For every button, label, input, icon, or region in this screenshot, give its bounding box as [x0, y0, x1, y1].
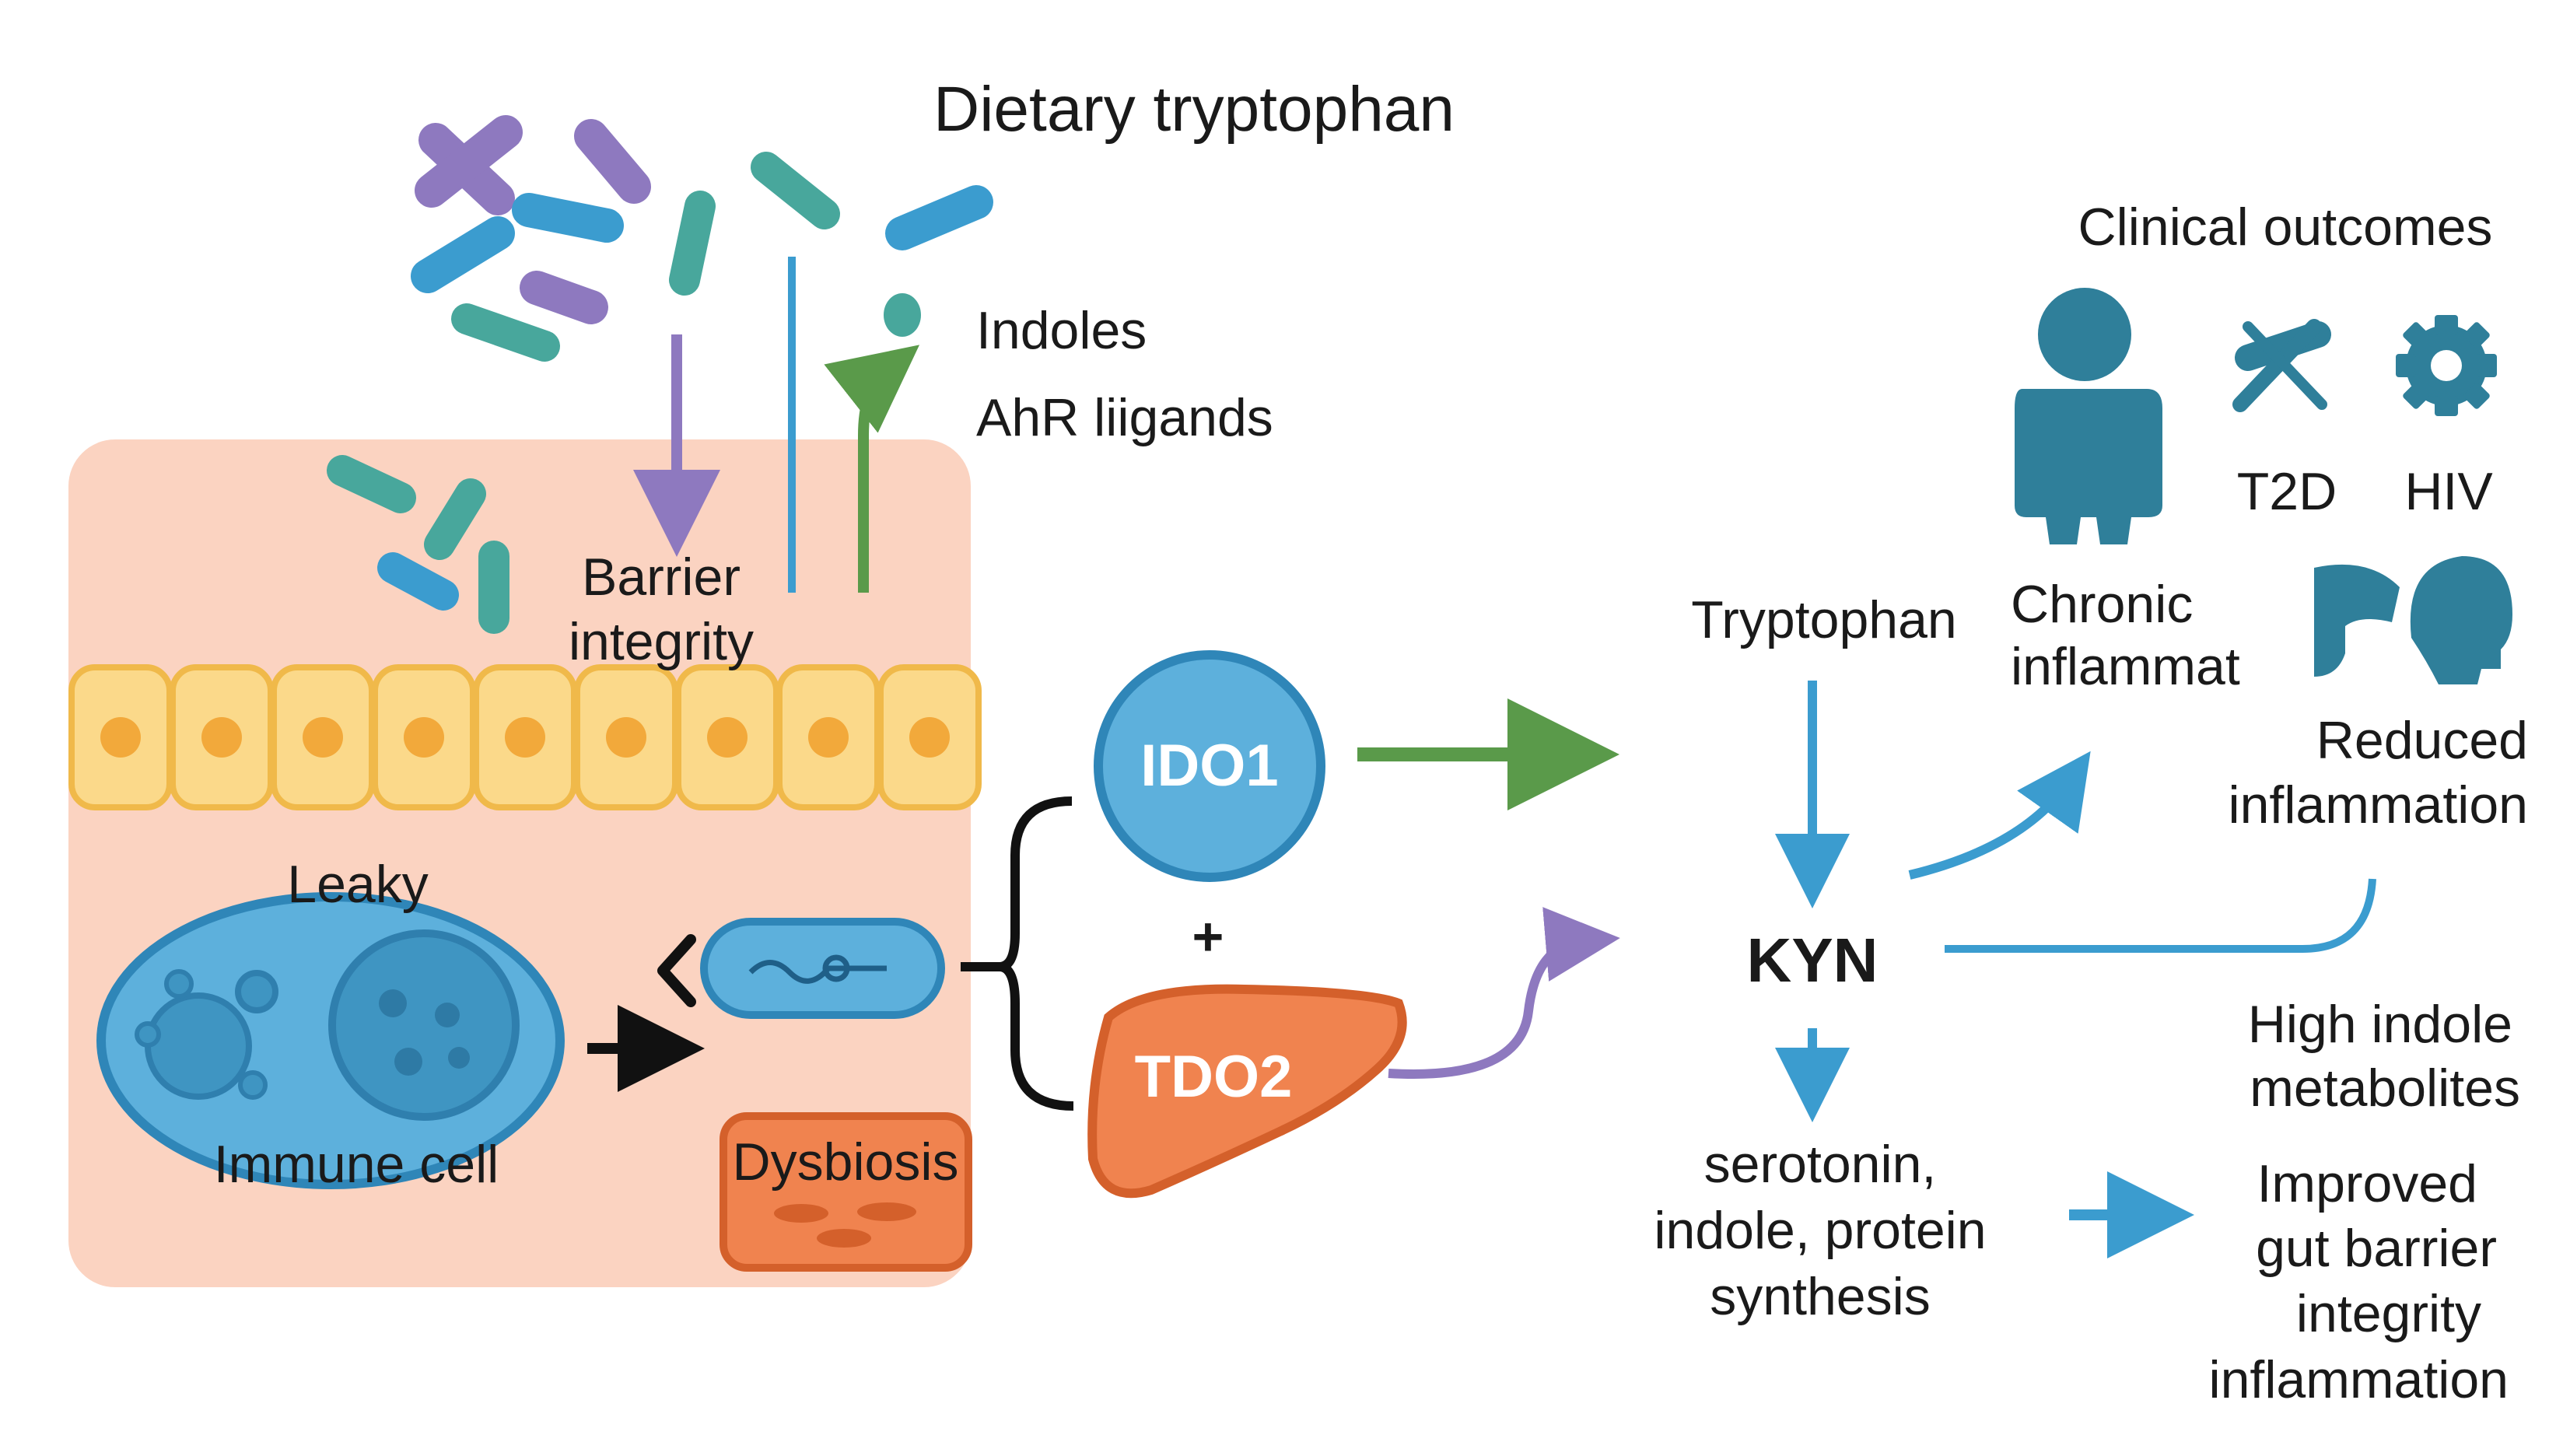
- gut-barrier-label: gut barrier: [2256, 1219, 2497, 1278]
- gut-brain-icon: [2314, 556, 2512, 684]
- products-line1: serotonin,: [1704, 1135, 1937, 1194]
- high-indole-label: High indole: [2248, 995, 2512, 1054]
- immune-cell-label: Immune cell: [214, 1135, 499, 1194]
- ido1-label: IDO1: [1140, 733, 1278, 799]
- chronic-label: Chronic: [2011, 575, 2193, 634]
- dysbiosis-box: [720, 1112, 972, 1272]
- epithelial-nucleus: [404, 717, 444, 758]
- diagram-title: Dietary tryptophan: [933, 74, 1455, 145]
- products-line3: synthesis: [1710, 1267, 1930, 1326]
- ido1-enzyme-circle: [1094, 650, 1325, 882]
- inflammat-label: inflammat: [2011, 637, 2240, 696]
- ahr-ligands-label: AhR liigands: [976, 388, 1273, 447]
- epithelial-nucleus: [707, 717, 748, 758]
- integrity-outcome-label: integrity: [2296, 1284, 2481, 1343]
- tryptophan-label: Tryptophan: [1691, 590, 1956, 649]
- reduced-label: Reduced: [2316, 711, 2528, 770]
- tdo2-output-arrow: [1388, 907, 1620, 1079]
- epithelial-nucleus: [100, 717, 141, 758]
- epithelial-nucleus: [808, 717, 849, 758]
- products-line2: indole, protein: [1654, 1201, 1986, 1260]
- integrity-label: integrity: [569, 612, 754, 671]
- leaky-label: Leaky: [287, 855, 428, 914]
- enzyme-bracket: [999, 796, 1074, 1111]
- bacterium-icon: [700, 918, 945, 1019]
- improved-label: Improved: [2257, 1154, 2477, 1213]
- leaky-chevron-icon: [657, 934, 696, 1007]
- hiv-label: HIV: [2404, 462, 2493, 521]
- dysbiosis-label: Dysbiosis: [733, 1132, 959, 1192]
- t2d-label: T2D: [2237, 462, 2337, 521]
- reduced-inflammation-connector: [1945, 878, 2376, 953]
- epithelial-nucleus: [201, 717, 242, 758]
- high-indole-metabolites-label: metabolites: [2250, 1059, 2520, 1118]
- indoles-label: Indoles: [976, 301, 1147, 360]
- immune-cell-icon: [96, 892, 565, 1189]
- plus-sign: +: [1192, 906, 1224, 967]
- epithelial-nucleus: [909, 717, 950, 758]
- hiv-gear-icon: [2396, 315, 2497, 416]
- epithelial-nucleus: [606, 717, 646, 758]
- kyn-to-inflammation-arrow: [1908, 751, 2091, 880]
- reduced-inflammation-label: inflammation: [2229, 775, 2529, 835]
- t2d-icon: [2232, 319, 2331, 412]
- tdo2-label: TDO2: [1135, 1044, 1293, 1110]
- epithelial-nucleus: [505, 717, 545, 758]
- inflammation-outcome-label: inflammation: [2209, 1350, 2509, 1409]
- indole-export-arrow: [824, 345, 920, 593]
- epithelial-nucleus: [303, 717, 343, 758]
- tdo2-liver-icon: [1087, 984, 1407, 1199]
- kyn-label: KYN: [1747, 926, 1878, 995]
- person-icon: [2015, 288, 2162, 544]
- clinical-outcomes-heading: Clinical outcomes: [2078, 198, 2493, 257]
- epithelial-layer: [68, 664, 982, 810]
- barrier-label: Barrier: [582, 548, 741, 607]
- gut-bacteria-cluster: [327, 115, 993, 634]
